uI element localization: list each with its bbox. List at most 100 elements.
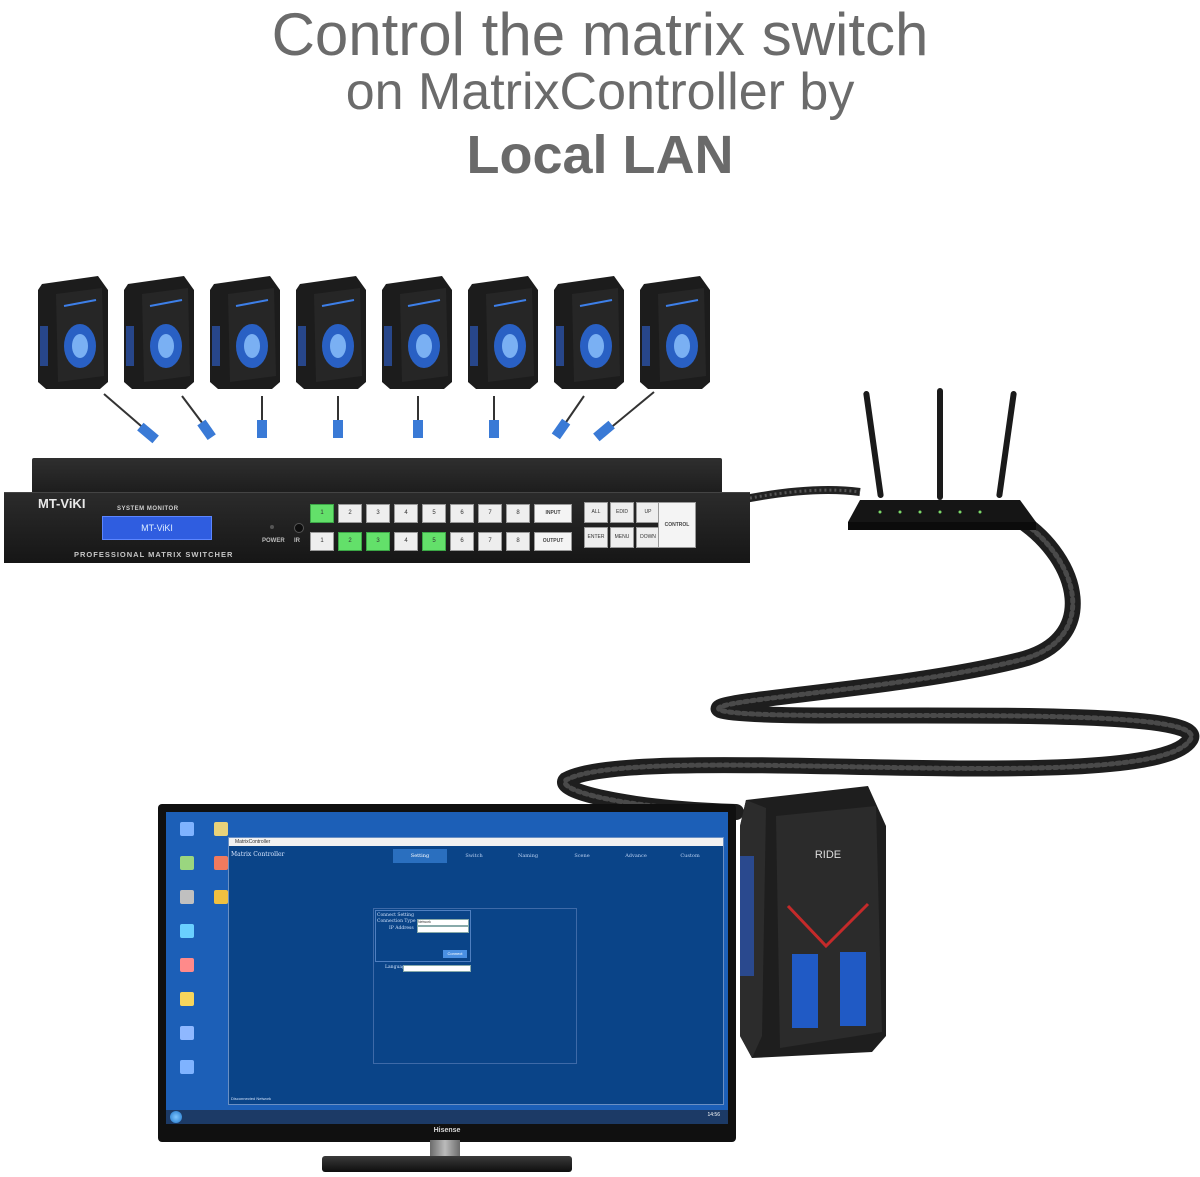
monitor-stand-base [322, 1156, 572, 1172]
desktop-icon[interactable] [172, 890, 202, 904]
output-button-3[interactable]: 3 [366, 532, 390, 551]
input-button-6[interactable]: 6 [450, 504, 474, 523]
output-button-1[interactable]: 1 [310, 532, 334, 551]
language-select[interactable] [403, 965, 471, 972]
power-led [270, 525, 274, 529]
desktop-icon[interactable] [206, 822, 236, 836]
source-pc-2 [124, 276, 194, 389]
desktop-shortcut-icon [214, 856, 228, 870]
status-bar: Disconnected Network [231, 1096, 272, 1101]
hdmi-plug-1 [137, 422, 159, 444]
router-antenna-right [996, 391, 1017, 499]
title-line-2: on MatrixController by [345, 63, 855, 121]
desktop-icon[interactable] [172, 1026, 202, 1040]
input-button-1[interactable]: 1 [310, 504, 334, 523]
hdmi-cable-1 [103, 393, 149, 433]
output-button-6[interactable]: 6 [450, 532, 474, 551]
hdmi-plug-8 [593, 420, 615, 442]
hdmi-plug-4 [333, 420, 343, 438]
window-titlebar: MatrixController [229, 838, 723, 846]
control-label: CONTROL [658, 502, 696, 548]
tab-naming[interactable]: Naming [517, 853, 539, 859]
ir-label: IR [294, 538, 300, 544]
monitor-brand: Hisense [433, 1127, 461, 1134]
tab-custom[interactable]: Custom [680, 853, 700, 859]
desktop-icon[interactable] [172, 856, 202, 870]
desktop-icon[interactable] [172, 822, 202, 836]
connection-type-select[interactable]: Network [417, 919, 469, 926]
tower-fan-right [840, 952, 866, 1026]
tab-advance[interactable]: Advance [625, 853, 647, 859]
desktop-icon[interactable] [172, 924, 202, 938]
app-tabs: Setting Switch Naming Scene Advance Custom [393, 849, 717, 863]
desktop-icon[interactable] [172, 992, 202, 1006]
connect-setting-label: Connect Setting [377, 913, 414, 918]
hdmi-cable-8 [607, 391, 655, 431]
connect-setting-group [375, 910, 471, 962]
desktop-icon[interactable] [206, 890, 236, 904]
start-button[interactable] [170, 1111, 182, 1123]
system-monitor-label: SYSTEM MONITOR [117, 506, 179, 512]
controller-pc-tower: RIDE [740, 786, 886, 1058]
matrix-switcher: MT-ViKI SYSTEM MONITOR MT-ViKI POWER IR … [4, 456, 750, 563]
hdmi-plug-5 [413, 420, 423, 438]
desktop-shortcut-icon [214, 890, 228, 904]
input-button-4[interactable]: 4 [394, 504, 418, 523]
desktop-icon[interactable] [206, 856, 236, 870]
taskbar-clock: 14:56 [707, 1112, 720, 1118]
tab-switch[interactable]: Switch [465, 853, 483, 859]
source-pc-3 [210, 276, 280, 389]
input-button-8[interactable]: 8 [506, 504, 530, 523]
connection-type-label: Connection Type [377, 919, 416, 924]
router-body [848, 500, 1036, 522]
tab-setting[interactable]: Setting [393, 849, 447, 863]
input-button-2[interactable]: 2 [338, 504, 362, 523]
output-button-2[interactable]: 2 [338, 532, 362, 551]
output-button-7[interactable]: 7 [478, 532, 502, 551]
output-row-label: OUTPUT [534, 532, 572, 551]
switcher-brand: MT-ViKI [38, 496, 86, 511]
control-button-all[interactable]: ALL [584, 502, 608, 523]
control-button-enter[interactable]: ENTER [584, 527, 608, 548]
hdmi-cable-7 [561, 395, 585, 429]
control-button-up[interactable]: UP [636, 502, 660, 523]
control-button-menu[interactable]: MENU [610, 527, 634, 548]
source-pc-7 [554, 276, 624, 389]
monitor-screen: MatrixController Matrix Controller Setti… [166, 812, 728, 1124]
desktop-shortcut-icon [180, 1026, 194, 1040]
desktop-shortcut-icon [180, 1060, 194, 1074]
model-label: PROFESSIONAL MATRIX SWITCHER [74, 550, 234, 559]
output-button-4[interactable]: 4 [394, 532, 418, 551]
connect-button[interactable]: Connect [443, 950, 467, 958]
router [848, 388, 1036, 530]
router-antenna-left [863, 391, 884, 499]
matrix-controller-window: MatrixController Matrix Controller Setti… [228, 837, 724, 1105]
source-pc-5 [382, 276, 452, 389]
control-button-edid[interactable]: EDID [610, 502, 634, 523]
desktop-shortcut-icon [180, 924, 194, 938]
source-pc-8 [640, 276, 710, 389]
output-button-8[interactable]: 8 [506, 532, 530, 551]
source-pc-1 [38, 276, 108, 389]
input-button-3[interactable]: 3 [366, 504, 390, 523]
monitor: MatrixController Matrix Controller Setti… [158, 804, 736, 1142]
input-button-7[interactable]: 7 [478, 504, 502, 523]
ip-address-input[interactable] [417, 926, 469, 933]
language-label: Language [385, 965, 408, 970]
input-row-label: INPUT [534, 504, 572, 523]
tower-brand: RIDE [815, 849, 841, 861]
hdmi-cable-2 [181, 395, 207, 429]
input-button-5[interactable]: 5 [422, 504, 446, 523]
desktop-icon[interactable] [172, 1060, 202, 1074]
tab-scene[interactable]: Scene [574, 853, 590, 859]
desktop-shortcut-icon [214, 822, 228, 836]
tower-fan-left [792, 954, 818, 1028]
monitor-stand-neck [430, 1140, 460, 1160]
control-button-down[interactable]: DOWN [636, 527, 660, 548]
desktop-icon[interactable] [172, 958, 202, 972]
output-button-5[interactable]: 5 [422, 532, 446, 551]
ir-sensor [294, 523, 304, 533]
desktop-shortcut-icon [180, 822, 194, 836]
